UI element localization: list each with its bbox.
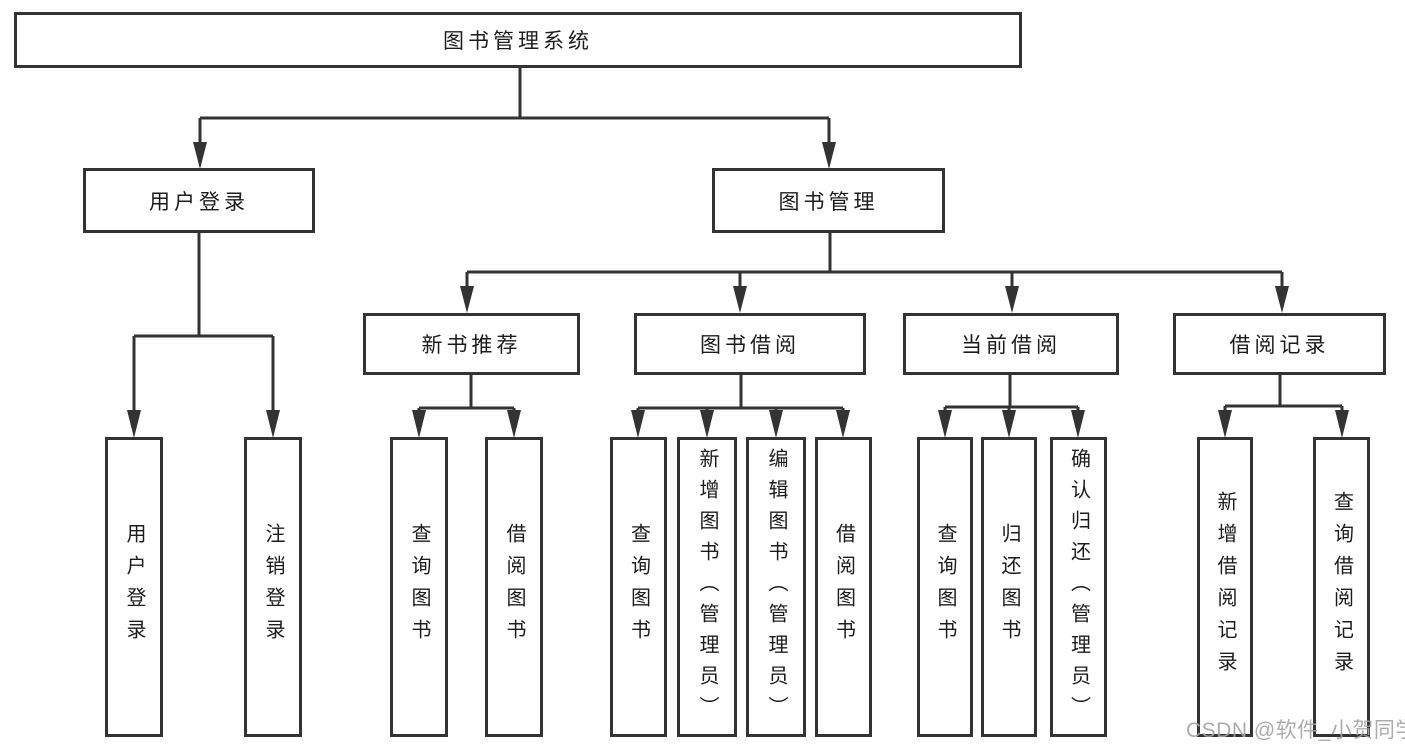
arrowhead-icon	[193, 142, 207, 169]
leaf-user-login-label: 用户登录	[123, 523, 145, 651]
leaf-br-add-record-label: 新增借阅记录	[1214, 491, 1236, 683]
leaf-cb-return-books: 归还图书	[981, 437, 1037, 737]
connector-current-borrow-to-leaves	[938, 375, 1085, 438]
arrowhead-icon	[631, 410, 645, 438]
leaf-nbr-borrow-books: 借阅图书	[485, 437, 543, 737]
leaf-bb-edit-books-label: 编辑图书（管理员）	[765, 447, 787, 727]
leaf-bb-add-books-label: 新增图书（管理员）	[696, 447, 718, 727]
arrowhead-icon	[1275, 286, 1289, 313]
connector-user-login-to-leaves	[127, 233, 280, 438]
arrowhead-icon	[1218, 410, 1232, 438]
node-user-login-label: 用户登录	[149, 190, 249, 214]
arrowhead-icon	[700, 410, 714, 438]
node-borrow-records: 借阅记录	[1173, 313, 1386, 375]
node-book-borrow-label: 图书借阅	[700, 334, 800, 357]
leaf-nbr-query-books: 查询图书	[390, 437, 448, 737]
node-new-book-rec-label: 新书推荐	[421, 334, 522, 357]
connector-book-borrow-to-leaves	[631, 375, 850, 438]
leaf-bb-query-books: 查询图书	[610, 437, 667, 737]
leaf-cb-query-books: 查询图书	[917, 437, 973, 737]
leaf-cb-return-books-label: 归还图书	[998, 523, 1020, 651]
arrowhead-icon	[769, 410, 783, 438]
leaf-br-query-record-label: 查询借阅记录	[1330, 491, 1353, 683]
leaf-cb-confirm-return: 确认归还（管理员）	[1050, 437, 1107, 737]
leaf-bb-query-books-label: 查询图书	[627, 523, 650, 651]
node-current-borrow: 当前借阅	[903, 313, 1119, 375]
arrowhead-icon	[1005, 286, 1019, 313]
leaf-bb-add-books: 新增图书（管理员）	[677, 437, 737, 737]
leaf-bb-edit-books: 编辑图书（管理员）	[746, 437, 806, 737]
connector-new-book-rec-to-leaves	[412, 375, 521, 438]
leaf-bb-borrow-books-label: 借阅图书	[832, 523, 855, 651]
leaf-logout-label: 注销登录	[262, 523, 284, 651]
node-current-borrow-label: 当前借阅	[961, 334, 1061, 357]
arrowhead-icon	[460, 286, 474, 313]
connector-book-mgmt-to-level3	[460, 233, 1289, 313]
node-book-mgmt: 图书管理	[712, 168, 945, 233]
leaf-cb-query-books-label: 查询图书	[934, 523, 956, 651]
node-root: 图书管理系统	[14, 12, 1022, 68]
arrowhead-icon	[1002, 410, 1016, 438]
arrowhead-icon	[412, 410, 426, 438]
arrowhead-icon	[266, 410, 280, 438]
arrowhead-icon	[127, 410, 141, 438]
node-book-mgmt-label: 图书管理	[778, 190, 879, 214]
arrowhead-icon	[938, 410, 952, 438]
leaf-nbr-query-books-label: 查询图书	[408, 523, 430, 651]
node-root-label: 图书管理系统	[443, 30, 593, 53]
leaf-nbr-borrow-books-label: 借阅图书	[503, 523, 525, 651]
node-new-book-rec: 新书推荐	[363, 313, 580, 375]
leaf-br-query-record: 查询借阅记录	[1313, 437, 1370, 737]
leaf-cb-confirm-return-label: 确认归还（管理员）	[1067, 447, 1090, 727]
leaf-br-add-record: 新增借阅记录	[1197, 437, 1253, 737]
arrowhead-icon	[1335, 410, 1349, 438]
leaf-logout: 注销登录	[244, 437, 302, 737]
csdn-watermark: CSDN @软件_小贺同学	[1186, 719, 1405, 742]
connector-root-to-level2	[193, 68, 836, 169]
arrowhead-icon	[836, 410, 850, 438]
leaf-user-login: 用户登录	[105, 437, 163, 737]
node-borrow-records-label: 借阅记录	[1229, 334, 1330, 357]
node-book-borrow: 图书借阅	[634, 313, 866, 375]
arrowhead-icon	[1071, 410, 1085, 438]
connector-borrow-records-to-leaves	[1218, 375, 1349, 438]
arrowhead-icon	[733, 286, 747, 313]
arrowhead-icon	[822, 142, 836, 169]
node-user-login: 用户登录	[83, 168, 315, 233]
arrowhead-icon	[507, 410, 521, 438]
leaf-bb-borrow-books: 借阅图书	[815, 437, 872, 737]
